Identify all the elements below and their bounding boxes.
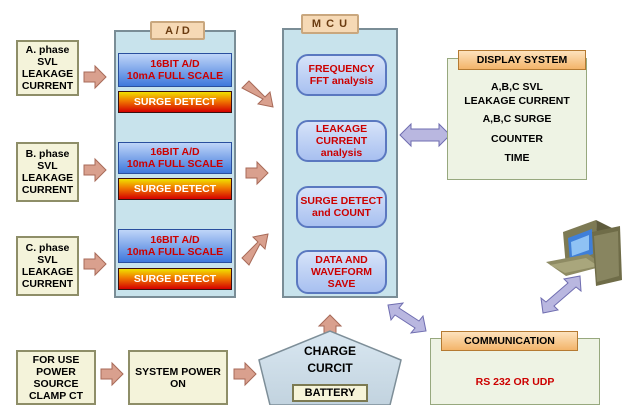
surge-detect-b: SURGE DETECT [118, 178, 232, 200]
ad-converter-a: 16BIT A/D 10mA FULL SCALE [118, 53, 232, 87]
display-line-5: TIME [504, 152, 530, 164]
double-arrow-mcu-communication [387, 302, 427, 334]
charge-circuit-label: CHARGE CURCIT [303, 344, 356, 375]
mcu-block-surge-count: SURGE DETECT and COUNT [296, 186, 387, 228]
display-line-4: COUNTER [491, 133, 543, 145]
ad-converter-a-label: 16BIT A/D 10mA FULL SCALE [126, 58, 224, 82]
mcu-block-fft: FREQUENCY FFT analysis [296, 54, 387, 96]
input-a-phase-label: A. phase SVL LEAKAGE CURRENT [21, 44, 74, 92]
arrow-source-to-power [100, 361, 124, 387]
arrow-ad-to-mcu-bottom [241, 233, 269, 266]
surge-detect-a: SURGE DETECT [118, 91, 232, 113]
arrow-power-to-charge [233, 361, 257, 387]
input-c-phase-label: C. phase SVL LEAKAGE CURRENT [21, 242, 74, 290]
display-line-1: A,B,C SVL [491, 81, 543, 93]
power-source-box: FOR USE POWER SOURCE CLAMP CT [16, 350, 96, 405]
double-arrow-communication-computer [540, 275, 582, 314]
ad-converter-c: 16BIT A/D 10mA FULL SCALE [118, 229, 232, 263]
arrow-a-to-ad [83, 64, 107, 90]
input-b-phase: B. phase SVL LEAKAGE CURRENT [16, 142, 79, 202]
arrow-ad-to-mcu-mid [245, 160, 269, 186]
display-system-title: DISPLAY SYSTEM [458, 50, 586, 70]
display-line-2: LEAKAGE CURRENT [464, 95, 570, 107]
computer-icon [546, 220, 622, 286]
communication-title: COMMUNICATION [441, 331, 578, 351]
system-power-label: SYSTEM POWER ON [135, 365, 221, 390]
system-power-box: SYSTEM POWER ON [128, 350, 228, 405]
communication-protocol: RS 232 OR UDP [475, 376, 555, 388]
mcu-block-fft-label: FREQUENCY FFT analysis [308, 63, 375, 87]
mcu-block-data-save-label: DATA AND WAVEFORM SAVE [310, 254, 373, 290]
mcu-block-data-save: DATA AND WAVEFORM SAVE [296, 250, 387, 294]
mcu-block-surge-count-label: SURGE DETECT and COUNT [300, 195, 383, 219]
ad-converter-b: 16BIT A/D 10mA FULL SCALE [118, 142, 232, 174]
ad-converter-b-label: 16BIT A/D 10mA FULL SCALE [126, 146, 224, 170]
arrow-b-to-ad [83, 157, 107, 183]
input-b-phase-label: B. phase SVL LEAKAGE CURRENT [21, 148, 74, 196]
mcu-block-leakage: LEAKAGE CURRENT analysis [296, 120, 387, 162]
power-source-label: FOR USE POWER SOURCE CLAMP CT [28, 353, 84, 402]
display-line-3: A,B,C SURGE [482, 113, 552, 125]
display-system-panel: A,B,C SVL LEAKAGE CURRENT A,B,C SURGE CO… [447, 58, 587, 180]
mcu-block-leakage-label: LEAKAGE CURRENT analysis [315, 123, 368, 159]
mcu-title: M C U [301, 14, 359, 34]
arrow-c-to-ad [83, 251, 107, 277]
arrow-ad-to-mcu-top [241, 80, 274, 108]
input-a-phase: A. phase SVL LEAKAGE CURRENT [16, 40, 79, 96]
input-c-phase: C. phase SVL LEAKAGE CURRENT [16, 236, 79, 296]
double-arrow-mcu-display [399, 122, 451, 148]
ad-title: A / D [150, 21, 205, 40]
ad-converter-c-label: 16BIT A/D 10mA FULL SCALE [126, 234, 224, 258]
battery-box: BATTERY [292, 384, 368, 402]
surge-detect-c: SURGE DETECT [118, 268, 232, 290]
